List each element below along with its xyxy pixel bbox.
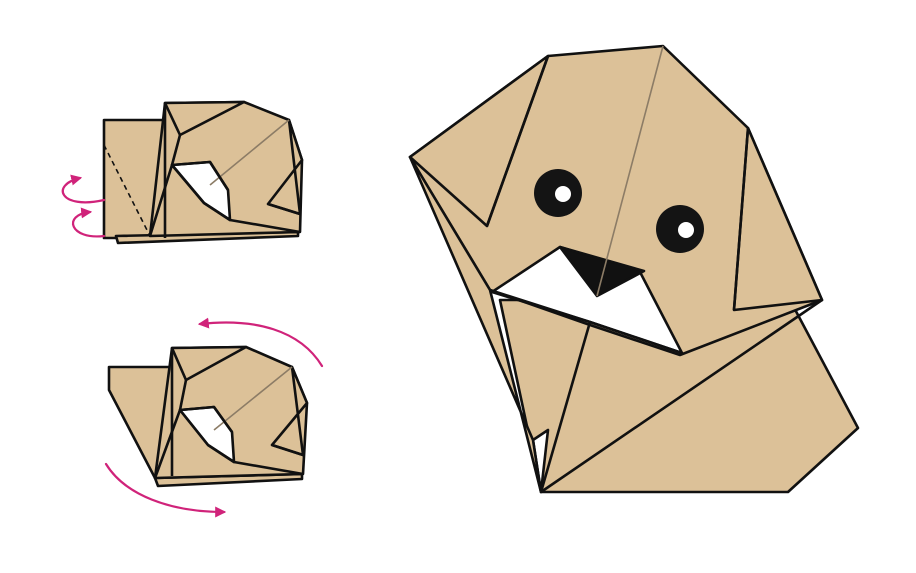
step-1-model (102, 100, 304, 245)
dog-nose-icon (558, 245, 646, 298)
dog-neck-fold (489, 288, 683, 355)
step-1-fold-ear-left (170, 134, 182, 166)
dog-left-eye-icon (534, 169, 582, 217)
step-3-dog (408, 44, 860, 494)
dog-ear-fold (485, 55, 550, 227)
step-2-fold-ear-left (178, 379, 188, 411)
step-2-center-crease (213, 366, 293, 431)
step-2-left-ear (170, 345, 248, 382)
step-1-fold-left (148, 163, 301, 237)
step-1-left-ear (163, 100, 246, 137)
step-1-arrow-bottom (71, 207, 106, 238)
step-2-fold-ear-right (271, 443, 304, 457)
step-2-model (107, 345, 309, 488)
step-2-arrow-top (197, 317, 324, 368)
dog-right-eye-icon (656, 205, 704, 253)
dog-body-fold (539, 321, 592, 493)
dog-center-crease (596, 45, 664, 297)
dog-right-ear-fold (732, 127, 750, 311)
step-1-fold-mid (171, 160, 230, 191)
step-1-fold-ear-right (267, 202, 301, 216)
step-2-fold-mid (179, 405, 234, 433)
step-1-center-crease (209, 119, 290, 186)
step-1-dashed-fold (103, 144, 151, 237)
step-2-arrow-bottom (104, 462, 227, 518)
step-1-arrow-top (61, 174, 106, 204)
dog-body-diagonal (540, 298, 823, 494)
